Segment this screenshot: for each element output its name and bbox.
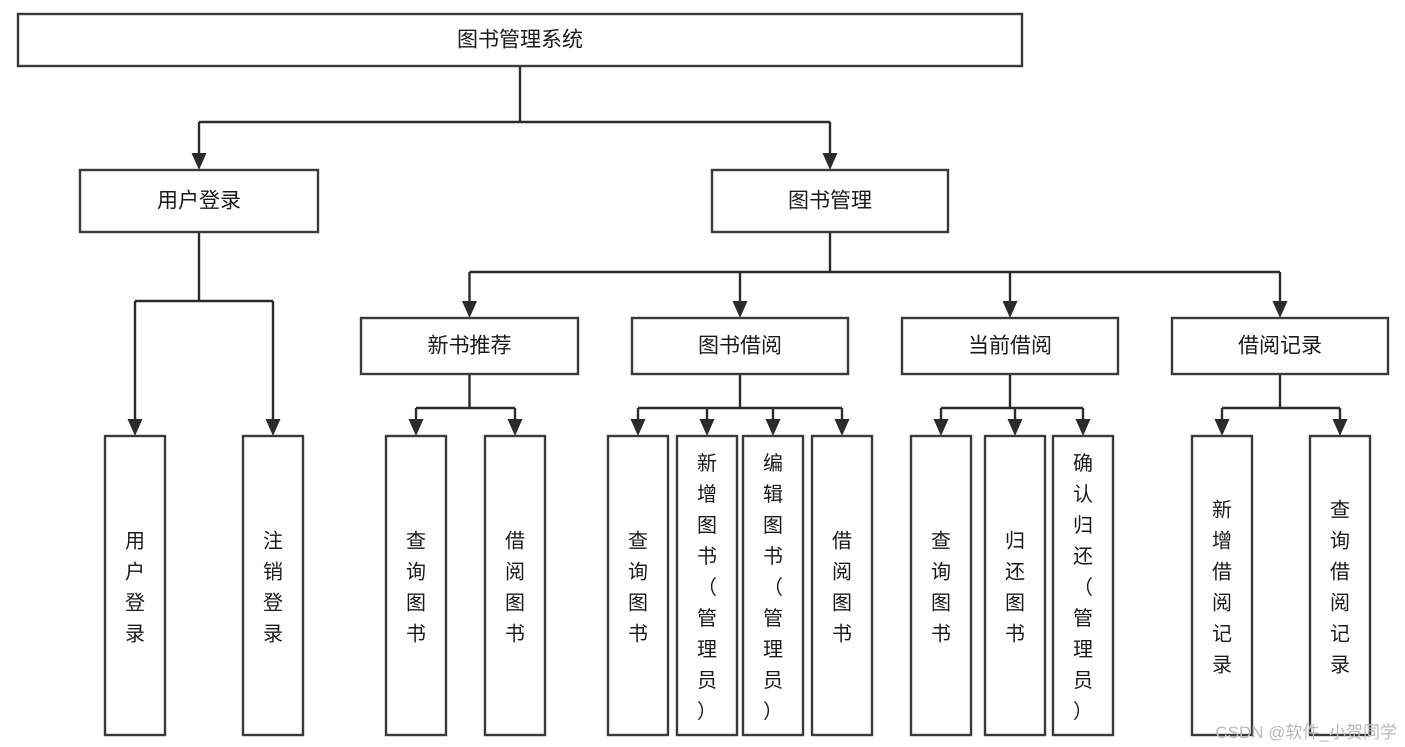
node-leaf-confirm-return-admin[interactable]: 确认归还（管理员） — [1051, 434, 1115, 737]
node-leaf-add-book-admin[interactable]: 新增图书（管理员） — [675, 434, 739, 737]
node-new-book-rec[interactable]: 新书推荐 — [359, 316, 580, 376]
node-new-book-rec-label: 新书推荐 — [428, 335, 512, 358]
edge-current-borrow-arrow-1 — [1007, 419, 1023, 436]
edge-book-borrow-arrow-1 — [699, 419, 715, 436]
node-leaf-add-book-admin-rect — [675, 434, 739, 737]
node-leaf-query-book-borrow-label: 查询图书 — [628, 530, 648, 646]
edge-book-manage-arrow-3 — [1272, 301, 1288, 318]
edge-user-login-arrow-1 — [265, 419, 281, 436]
node-leaf-return-book-label: 归还图书 — [1005, 530, 1025, 646]
edge-book-borrow-arrow-2 — [765, 419, 781, 436]
node-leaf-query-book-current[interactable]: 查询图书 — [909, 434, 973, 737]
node-leaf-add-book-admin-label: 新增图书（管理员） — [697, 452, 717, 723]
node-leaf-borrow-book-label: 借阅图书 — [832, 530, 852, 646]
node-leaf-user-login[interactable]: 用户登录 — [103, 434, 167, 737]
node-leaf-query-book-rec-rect — [384, 434, 448, 737]
node-book-manage[interactable]: 图书管理 — [710, 168, 950, 234]
node-leaf-add-borrow-record[interactable]: 新增借阅记录 — [1190, 434, 1254, 737]
edge-new-book-rec-arrow-0 — [408, 419, 424, 436]
node-leaf-borrow-book-rec-rect — [483, 434, 547, 737]
node-root-system-rect — [16, 12, 1024, 68]
node-leaf-confirm-return-admin-rect — [1051, 434, 1115, 737]
node-leaf-add-borrow-record-label: 新增借阅记录 — [1212, 499, 1232, 677]
node-current-borrow[interactable]: 当前借阅 — [900, 316, 1120, 376]
node-leaf-query-borrow-record[interactable]: 查询借阅记录 — [1308, 434, 1372, 737]
node-book-manage-label: 图书管理 — [788, 190, 872, 213]
edge-book-manage-arrow-2 — [1002, 301, 1018, 318]
node-leaf-logout[interactable]: 注销登录 — [241, 434, 305, 737]
node-leaf-logout-rect — [241, 434, 305, 737]
node-root-system-label: 图书管理系统 — [457, 29, 583, 52]
node-leaf-edit-book-admin-label: 编辑图书（管理员） — [763, 452, 783, 723]
node-leaf-query-book-current-rect — [909, 434, 973, 737]
node-leaf-borrow-book-rect — [810, 434, 874, 737]
node-book-borrow-label: 图书借阅 — [698, 335, 782, 358]
node-leaf-query-book-rec-label: 查询图书 — [406, 530, 426, 646]
edge-root-arrow-1 — [822, 153, 838, 170]
node-leaf-query-book-borrow[interactable]: 查询图书 — [606, 434, 670, 737]
edge-current-borrow-arrow-0 — [933, 419, 949, 436]
node-leaf-borrow-book-rec-label: 借阅图书 — [505, 530, 525, 646]
connector-layer — [127, 66, 1348, 436]
edge-current-borrow-arrow-2 — [1075, 419, 1091, 436]
node-user-login-label: 用户登录 — [157, 190, 241, 213]
node-user-login-rect — [78, 168, 320, 234]
edge-new-book-rec-arrow-1 — [507, 419, 523, 436]
node-leaf-query-borrow-record-label: 查询借阅记录 — [1330, 499, 1350, 677]
edge-book-manage-arrow-1 — [732, 301, 748, 318]
edge-user-login-arrow-0 — [127, 419, 143, 436]
node-leaf-return-book-rect — [983, 434, 1047, 737]
node-leaf-borrow-book-rec[interactable]: 借阅图书 — [483, 434, 547, 737]
node-leaf-return-book[interactable]: 归还图书 — [983, 434, 1047, 737]
node-borrow-record-rect — [1170, 316, 1390, 376]
node-borrow-record[interactable]: 借阅记录 — [1170, 316, 1390, 376]
edge-book-borrow-arrow-0 — [630, 419, 646, 436]
edge-book-borrow-arrow-3 — [834, 419, 850, 436]
edge-book-manage-arrow-0 — [462, 301, 477, 318]
node-leaf-user-login-label: 用户登录 — [125, 531, 145, 646]
node-leaf-logout-label: 注销登录 — [263, 530, 283, 646]
node-leaf-query-book-current-label: 查询图书 — [931, 530, 951, 646]
node-leaf-edit-book-admin[interactable]: 编辑图书（管理员） — [741, 434, 805, 737]
edge-borrow-record-arrow-0 — [1214, 419, 1230, 436]
node-current-borrow-label: 当前借阅 — [968, 335, 1052, 358]
node-current-borrow-rect — [900, 316, 1120, 376]
node-new-book-rec-rect — [359, 316, 580, 376]
box-layer: 图书管理系统用户登录图书管理新书推荐图书借阅当前借阅借阅记录用户登录注销登录查询… — [16, 12, 1390, 737]
node-leaf-query-borrow-record-rect — [1308, 434, 1372, 737]
node-book-borrow[interactable]: 图书借阅 — [630, 316, 850, 376]
node-leaf-edit-book-admin-rect — [741, 434, 805, 737]
edge-borrow-record-arrow-1 — [1332, 419, 1348, 436]
edge-root-arrow-0 — [191, 153, 207, 170]
node-leaf-add-borrow-record-rect — [1190, 434, 1254, 737]
node-leaf-borrow-book[interactable]: 借阅图书 — [810, 434, 874, 737]
node-borrow-record-label: 借阅记录 — [1238, 335, 1322, 358]
node-leaf-query-book-borrow-rect — [606, 434, 670, 737]
node-book-borrow-rect — [630, 316, 850, 376]
node-leaf-query-book-rec[interactable]: 查询图书 — [384, 434, 448, 737]
node-leaf-user-login-rect — [103, 434, 167, 737]
node-root-system[interactable]: 图书管理系统 — [16, 12, 1024, 68]
node-book-manage-rect — [710, 168, 950, 234]
csdn-watermark: CSDN @软件_小贺同学 — [1215, 723, 1397, 742]
node-user-login[interactable]: 用户登录 — [78, 168, 320, 234]
node-leaf-confirm-return-admin-label: 确认归还（管理员） — [1073, 452, 1093, 723]
